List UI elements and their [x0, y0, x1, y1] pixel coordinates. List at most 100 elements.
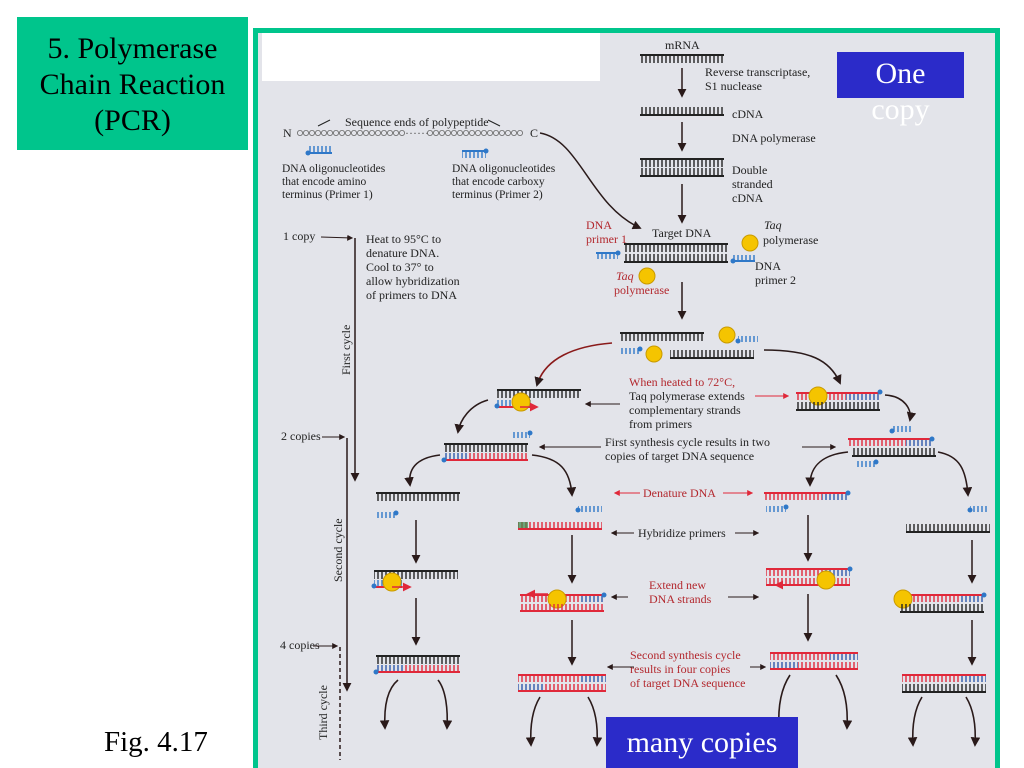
arrow-c2-a: [404, 454, 441, 487]
four-copy-b: [518, 674, 606, 692]
arrow-split-right: [763, 349, 842, 385]
pcr-diagram: mRNA Reverse transcriptase, S1 nuclease …: [262, 33, 990, 760]
figure-panel: mRNA Reverse transcriptase, S1 nuclease …: [253, 28, 1000, 768]
denatured-bottom-strand: [670, 350, 754, 359]
label-double-1: Double: [732, 163, 767, 177]
arrow-1-copy: [320, 234, 354, 241]
label-dna-primer2-b: primer 2: [755, 273, 796, 287]
figure-panel-inner: mRNA Reverse transcriptase, S1 nuclease …: [258, 33, 995, 768]
arrow-c3-6: [835, 674, 853, 730]
arrow-c2-b: [531, 454, 577, 497]
label-oligo-carboxy-2: that encode carboxy: [452, 176, 545, 188]
arrow-c3-3: [525, 696, 541, 747]
primer-1-target: [596, 250, 621, 259]
arrow-right-down: [884, 394, 917, 422]
target-dna: [624, 243, 728, 263]
label-heat-2: denature DNA.: [366, 246, 439, 260]
cdna-strand: [640, 107, 724, 116]
label-third-cycle: Third cycle: [316, 685, 330, 740]
label-c-terminus: C: [530, 126, 538, 140]
arrow-c2-d: [937, 451, 973, 497]
double-stranded-cdna: [640, 158, 724, 177]
one-copy-badge: One copy: [837, 52, 964, 126]
label-dna-primer2-a: DNA: [755, 259, 781, 273]
slide-title-box: 5. Polymerase Chain Reaction (PCR): [17, 17, 248, 150]
label-taq-left-b: polymerase: [614, 283, 669, 297]
label-extend-1: Extend new: [649, 578, 706, 592]
label-cdna: cDNA: [732, 107, 764, 121]
figure-reference: Fig. 4.17: [104, 726, 208, 758]
arrow-c3-1: [379, 679, 399, 730]
svg-text:mRNA: mRNA: [665, 38, 700, 52]
taq-polymerase-icon: [718, 326, 736, 344]
slide-title: 5. Polymerase Chain Reaction (PCR): [39, 31, 226, 137]
label-double-2: stranded: [732, 177, 773, 191]
label-when-heated-3: complementary strands: [629, 403, 741, 417]
chain-dots: ······: [405, 126, 429, 140]
bracket-left: [317, 119, 331, 127]
label-n-terminus: N: [283, 126, 292, 140]
primer-2-icon: [462, 148, 489, 158]
label-when-heated-2: Taq polymerase extends: [629, 389, 745, 403]
extending-strand-right: [796, 386, 883, 411]
strand-extend-d: [893, 589, 987, 613]
label-oligo-amino-2: that encode amino: [282, 176, 367, 188]
label-double-3: cDNA: [732, 191, 764, 205]
label-second-synth-2: results in four copies: [630, 662, 731, 676]
label-s1-nuclease: S1 nuclease: [705, 79, 762, 93]
arrow-split-left: [534, 342, 613, 387]
strand-denature-b: [575, 506, 602, 513]
label-target-dna: Target DNA: [652, 226, 712, 240]
strand-hybridize-b: [518, 522, 602, 530]
label-first-synth-2: copies of target DNA sequence: [605, 449, 754, 463]
label-oligo-carboxy-3: terminus (Primer 2): [452, 189, 543, 201]
label-taq-left-a: Taq: [616, 269, 634, 283]
taq-polymerase-icon: [741, 234, 759, 252]
label-dna-primer1-a: DNA: [586, 218, 612, 232]
arrow-to-target-dna: [539, 132, 642, 230]
label-1-copy: 1 copy: [283, 229, 315, 243]
label-first-cycle: First cycle: [339, 325, 353, 375]
strand-hybridize-d: [906, 524, 990, 533]
copy-1-first-cycle: [441, 430, 533, 463]
taq-polymerase-icon: [638, 267, 656, 285]
label-4-copies: 4 copies: [280, 638, 320, 652]
label-dna-primer1-b: primer 1: [586, 232, 627, 246]
four-copy-c: [770, 652, 858, 670]
strand-extend-b: [520, 589, 607, 612]
label-taq-b: polymerase: [763, 233, 818, 247]
label-when-heated-4: from primers: [629, 417, 692, 431]
label-oligo-amino-3: terminus (Primer 1): [282, 189, 373, 201]
label-dna-polymerase: DNA polymerase: [732, 131, 816, 145]
arrow-left-down: [454, 399, 489, 434]
arrow-c3-7: [907, 696, 923, 747]
erased-area: [262, 33, 600, 81]
strand-denature-c: [764, 490, 851, 512]
denatured-top-strand: [620, 332, 704, 341]
primer-2-free: [735, 336, 758, 344]
label-sequence-ends: Sequence ends of polypeptide: [345, 115, 489, 129]
copy-2-first-cycle: [848, 426, 936, 467]
primer-1-icon: [305, 146, 332, 156]
arrow-c2-c: [805, 451, 849, 487]
strand-denature-a: [376, 492, 460, 518]
label-taq-a: Taq: [764, 218, 782, 232]
label-second-synth-1: Second synthesis cycle: [630, 648, 741, 662]
label-denature: Denature DNA: [643, 486, 716, 500]
primer-2-target: [730, 255, 755, 264]
label-oligo-carboxy-1: DNA oligonucleotides: [452, 163, 556, 175]
label-2-copies: 2 copies: [281, 429, 321, 443]
mrna-strand: mRNA: [640, 38, 724, 63]
label-second-cycle: Second cycle: [331, 518, 345, 582]
label-when-heated-1: When heated to 72°C,: [629, 375, 735, 389]
label-second-synth-3: of target DNA sequence: [630, 676, 745, 690]
label-heat-3: Cool to 37° to: [366, 260, 434, 274]
label-extend-2: DNA strands: [649, 592, 712, 606]
bracket-right: [487, 119, 501, 127]
arrow-c3-4: [587, 696, 603, 747]
many-copies-badge: many copies: [606, 717, 798, 768]
label-heat-5: of primers to DNA: [366, 288, 457, 302]
label-hybridize: Hybridize primers: [638, 526, 726, 540]
strand-extend-a: [371, 570, 458, 592]
label-heat-1: Heat to 95°C to: [366, 232, 441, 246]
